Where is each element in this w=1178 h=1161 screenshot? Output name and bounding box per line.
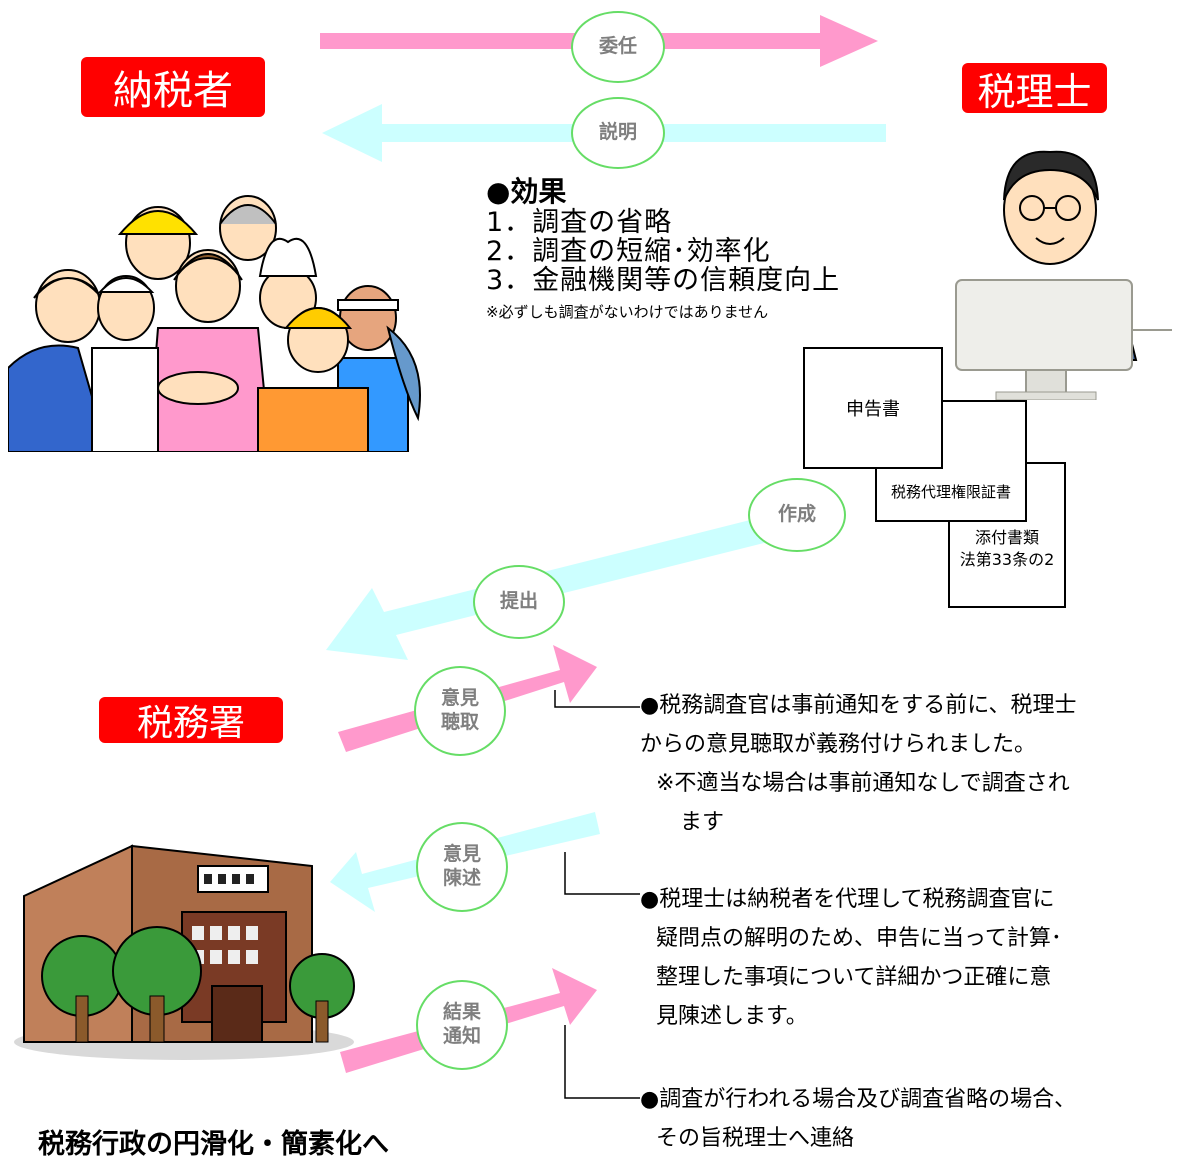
effect-item-1: 1．調査の省略 [486,207,673,238]
result-circle: 結果 通知 [416,980,508,1070]
statement-note: ●税理士は納税者を代理して税務調査官に 疑問点の解明のため、申告に当って計算･ … [640,880,1062,1036]
attachment-line2: 法第33条の2 [959,550,1055,569]
taxpayer-label: 納税者 [81,57,265,117]
effect-item-2: 2．調査の短縮･効率化 [486,236,771,267]
hearing-note-line2: からの意見聴取が義務付けられました。 [640,732,1037,757]
footer-slogan: 税務行政の円滑化・簡素化へ [38,1129,389,1160]
hearing-note: ●税務調査官は事前通知をする前に、税理士 からの意見聴取が義務付けられました。 … [640,686,1077,842]
explain-circle: 説明 [571,97,665,169]
statement-note-line4: 見陳述します。 [656,1004,808,1029]
statement-note-line2: 疑問点の解明のため、申告に当って計算･ [656,926,1062,951]
statement-connector [564,852,640,895]
tax-office-label: 税務署 [99,697,283,744]
submit-arrow [326,510,800,660]
hearing-connector [554,690,640,708]
hearing-note-line1: ●税務調査官は事前通知をする前に、税理士 [640,693,1077,718]
hearing-sub-line1: ※不適当な場合は事前通知なしで調査され [656,771,1070,796]
attachment-line1: 添付書類 [974,528,1039,547]
hearing-circle-line2: 聴取 [440,711,479,733]
result-circle-line2: 通知 [442,1025,481,1047]
entrust-circle: 委任 [571,11,665,83]
result-note-line1: ●調査が行われる場合及び調査省略の場合、 [640,1087,1077,1112]
effects-block: ●効果 1．調査の省略 2．調査の短縮･効率化 3．金融機関等の信頼度向上 ※必… [486,176,840,322]
effect-item-3: 3．金融機関等の信頼度向上 [486,265,841,296]
statement-circle: 意見 陳述 [416,822,508,912]
accountant-at-computer-illustration [955,150,1172,400]
statement-note-line3: 整理した事項について詳細かつ正確に意 [656,965,1052,990]
hearing-sub-line2: ます [680,810,725,835]
statement-circle-line2: 陳述 [442,867,481,889]
create-circle: 作成 [748,478,846,552]
hearing-circle-line1: 意見 [440,687,479,710]
tax-return-document: 申告書 [803,347,943,469]
result-connector [564,1025,640,1099]
group-of-workers-illustration [8,195,421,452]
hearing-circle: 意見 聴取 [414,666,506,756]
result-note: ●調査が行われる場合及び調査省略の場合、 その旨税理士へ連絡 [640,1080,1076,1158]
effects-heading: ●効果 [486,175,567,208]
statement-circle-line1: 意見 [442,843,481,866]
submit-circle: 提出 [473,565,565,639]
accountant-label: 税理士 [962,63,1107,114]
result-note-line2: その旨税理士へ連絡 [656,1126,855,1151]
effects-note: ※必ずしも調査がないわけではありません [486,303,769,321]
result-circle-line1: 結果 [442,1001,481,1024]
statement-note-line1: ●税理士は納税者を代理して税務調査官に [640,887,1055,912]
office-building-illustration [14,844,355,1060]
